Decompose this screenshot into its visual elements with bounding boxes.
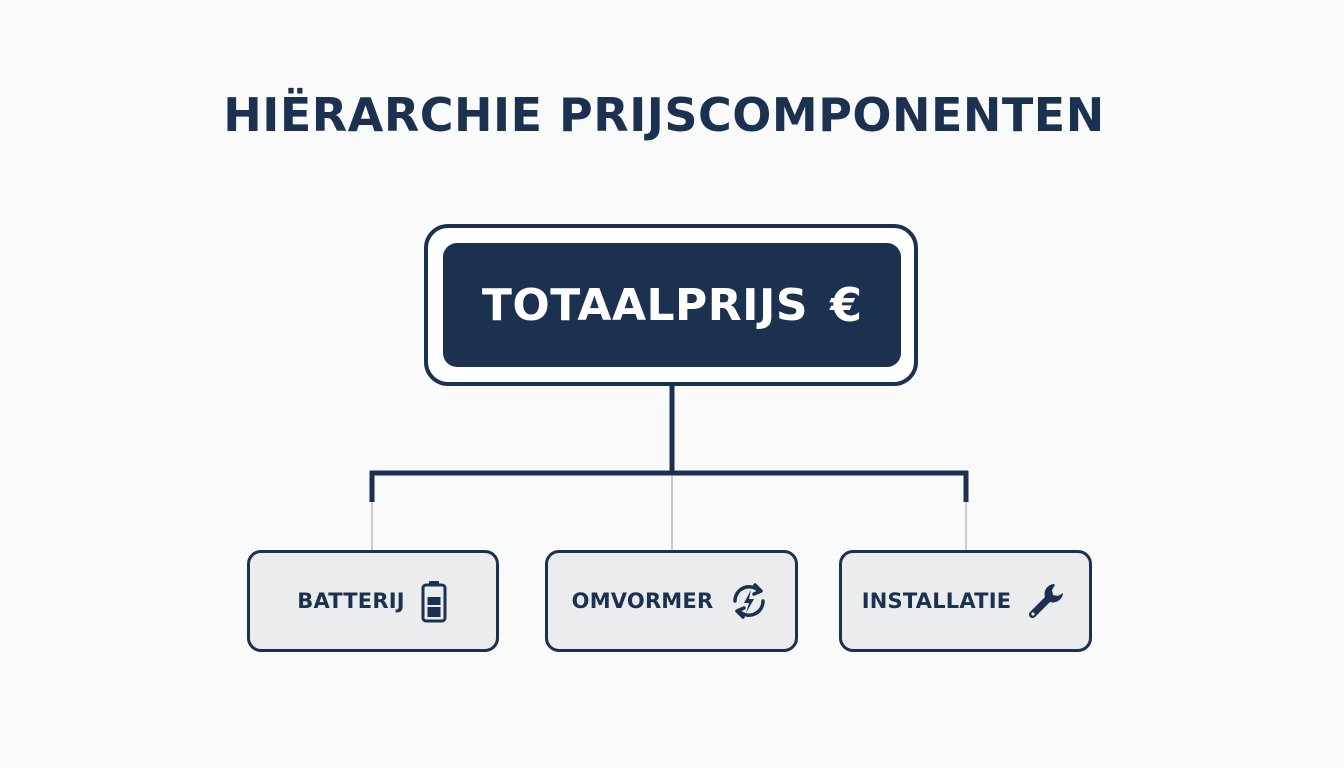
root-node: TOTAALPRIJS € (443, 243, 901, 367)
diagram-title: HIËRARCHIE PRIJSCOMPONENTEN (223, 88, 1105, 142)
wrench-icon (1025, 579, 1069, 623)
child-node-omvormer: OMVORMER (545, 550, 798, 652)
child-node-installatie: INSTALLATIE (839, 550, 1092, 652)
child-node-label: INSTALLATIE (861, 589, 1012, 613)
battery-icon (419, 579, 449, 623)
euro-icon: € (830, 278, 863, 332)
inverter-cycle-icon (727, 579, 771, 623)
child-node-label: BATTERIJ (297, 589, 405, 613)
root-node-label: TOTAALPRIJS (481, 279, 809, 331)
child-node-batterij: BATTERIJ (247, 550, 499, 652)
child-node-label: OMVORMER (571, 589, 714, 613)
